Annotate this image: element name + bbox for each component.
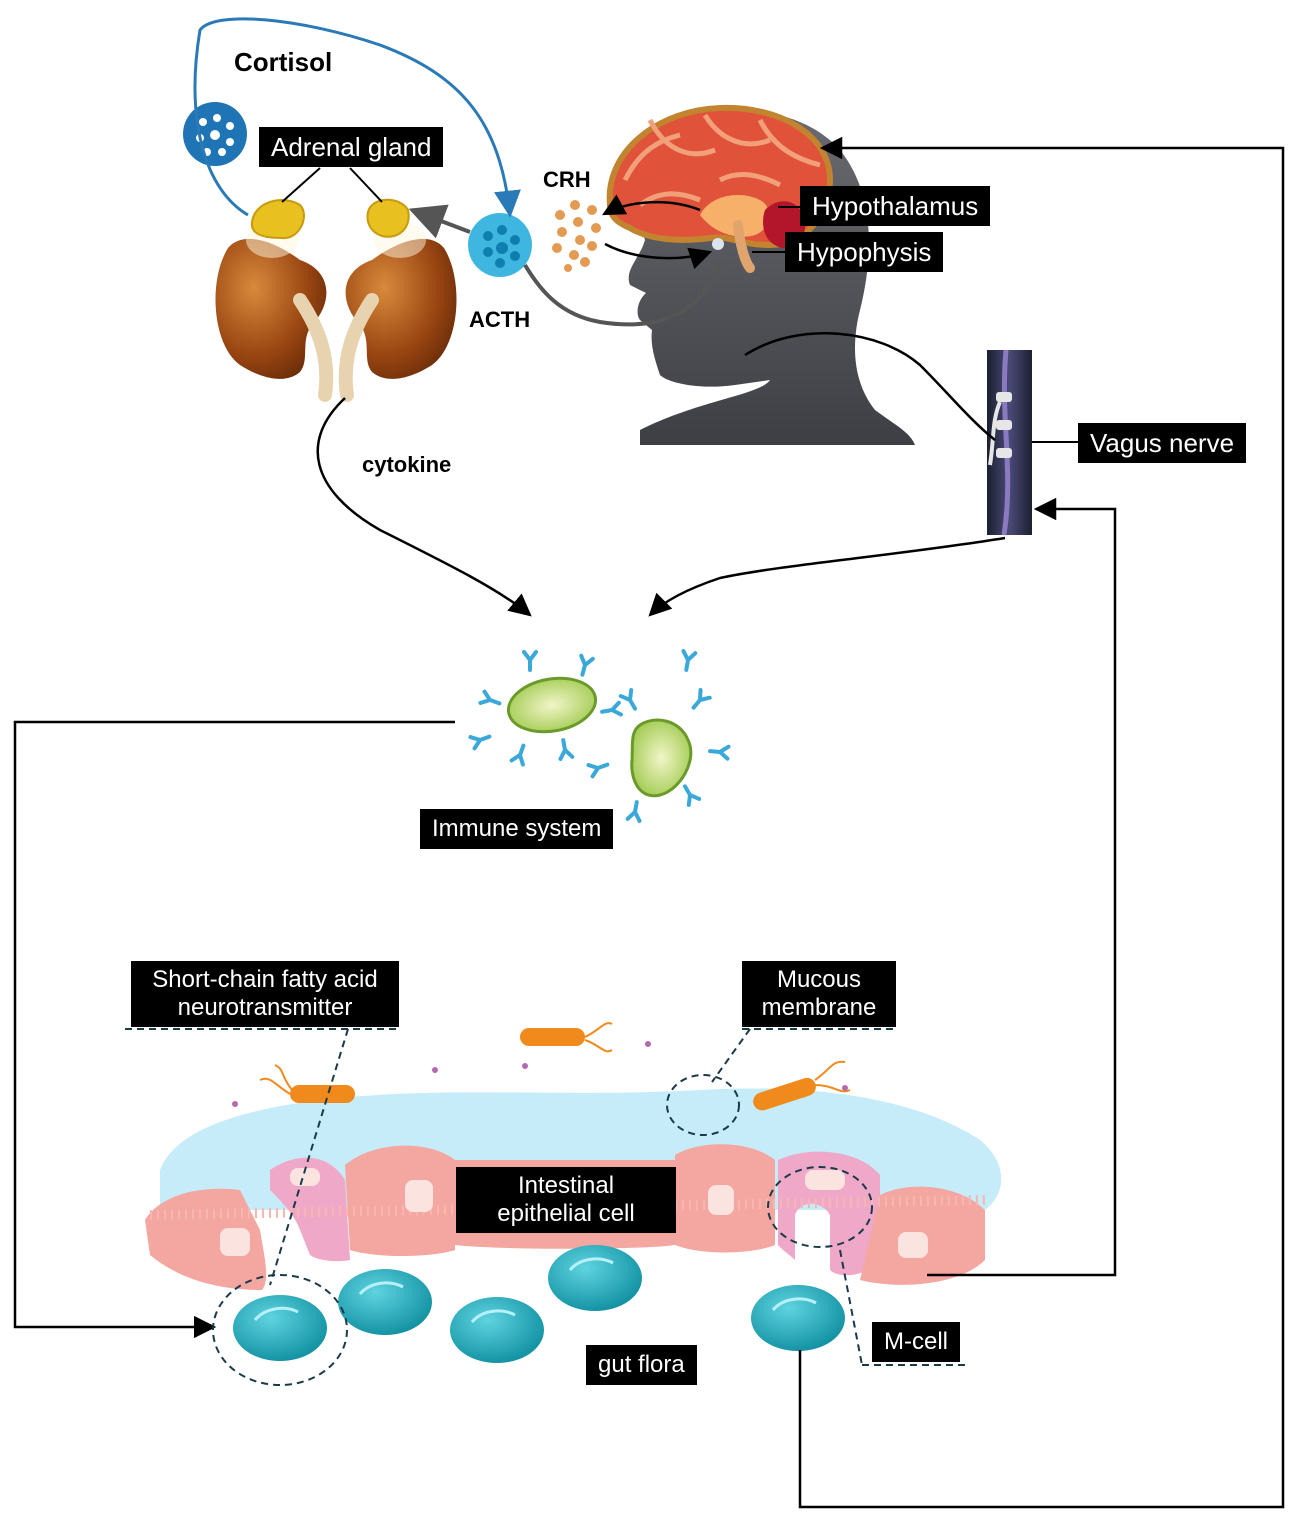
mucous-label-line1: Mucous [776,966,862,993]
acth-granule [468,213,532,277]
kidney-left [215,222,334,402]
scfa-label-line1: Short-chain fatty acid [152,966,378,993]
cytokine-label: cytokine [362,452,452,477]
crh-particles [552,200,601,272]
adrenal-glands [250,198,410,240]
immune-to-gut-flora-arrow [13,720,455,1339]
hypophysis-label: Hypophysis [785,232,944,272]
acth-to-adrenal-arrow [408,204,471,239]
hypothalamus-label: Hypothalamus [800,186,991,226]
vagus-nerve-label: Vagus nerve [1078,423,1247,463]
intestinal-epithelial-cell-label: Intestinal epithelial cell [456,1167,676,1233]
vagus-to-immune-arrow [648,536,1006,617]
adrenal-pointer-right [349,167,383,203]
hypothalamus-to-crh-arrow [602,194,701,216]
kidney-right [338,222,457,402]
mucous-label-line2: membrane [761,994,877,1021]
adrenal-gland-label: Adrenal gland [259,127,444,167]
acth-label: ACTH [469,307,531,332]
cortisol-granule [183,102,247,166]
gut-flora-label: gut flora [586,1345,697,1385]
pituitary-to-acth-line [523,261,722,327]
immune-cells [468,649,731,823]
gut-flora-cells [233,1245,845,1363]
cortisol-label: Cortisol [234,47,333,77]
cortisol-feedback-arrow [193,17,521,218]
vagus-nerve-image [987,349,1032,536]
crh-label: CRH [543,167,591,192]
immune-system-label: Immune system [420,809,614,849]
head-to-vagus-line [744,332,996,441]
gut-to-vagus-arrow [927,497,1117,1277]
bacteria [232,1022,851,1111]
epithelial-label-line1: Intestinal [517,1172,615,1199]
mucous-membrane-label: Mucous membrane [742,961,896,1027]
callout-lines [125,1028,970,1386]
scfa-label: Short-chain fatty acid neurotransmitter [131,961,399,1027]
m-cell-label: M-cell [872,1322,960,1362]
epithelial-label-line2: epithelial cell [497,1200,635,1227]
cytokine-arrow [316,397,532,617]
crh-to-hypophysis-arrow [604,242,713,270]
scfa-label-line2: neurotransmitter [177,994,353,1021]
brain [606,104,834,273]
m-cell-to-brain-arrow [798,136,1285,1509]
adrenal-pointer-left [281,167,321,203]
